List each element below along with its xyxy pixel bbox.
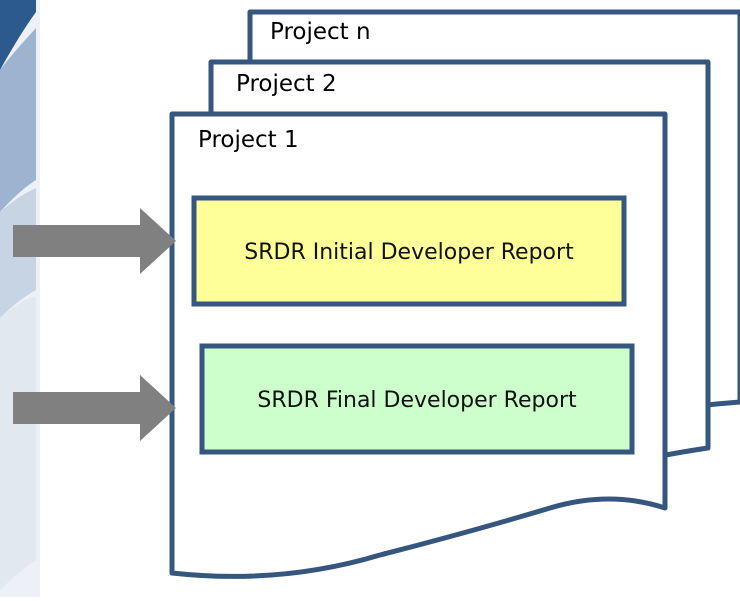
report-box-final-rect xyxy=(199,343,635,455)
document-title-project-1: Project 1 xyxy=(198,127,299,153)
report-label-initial: SRDR Initial Developer Report xyxy=(244,240,574,265)
right-arrow-icon xyxy=(13,375,176,441)
report-box-final: SRDR Final Developer Report xyxy=(199,343,635,455)
document-title-project-2: Project 2 xyxy=(236,71,337,97)
arrow-to-initial-report xyxy=(13,208,176,274)
document-title-project-n: Project n xyxy=(270,19,371,45)
arrow-to-final-report xyxy=(13,375,176,441)
report-label-final: SRDR Final Developer Report xyxy=(257,388,577,413)
report-box-initial-rect xyxy=(191,195,627,307)
right-arrow-icon xyxy=(13,208,176,274)
report-box-initial: SRDR Initial Developer Report xyxy=(191,195,627,307)
background-decoration xyxy=(0,0,40,597)
